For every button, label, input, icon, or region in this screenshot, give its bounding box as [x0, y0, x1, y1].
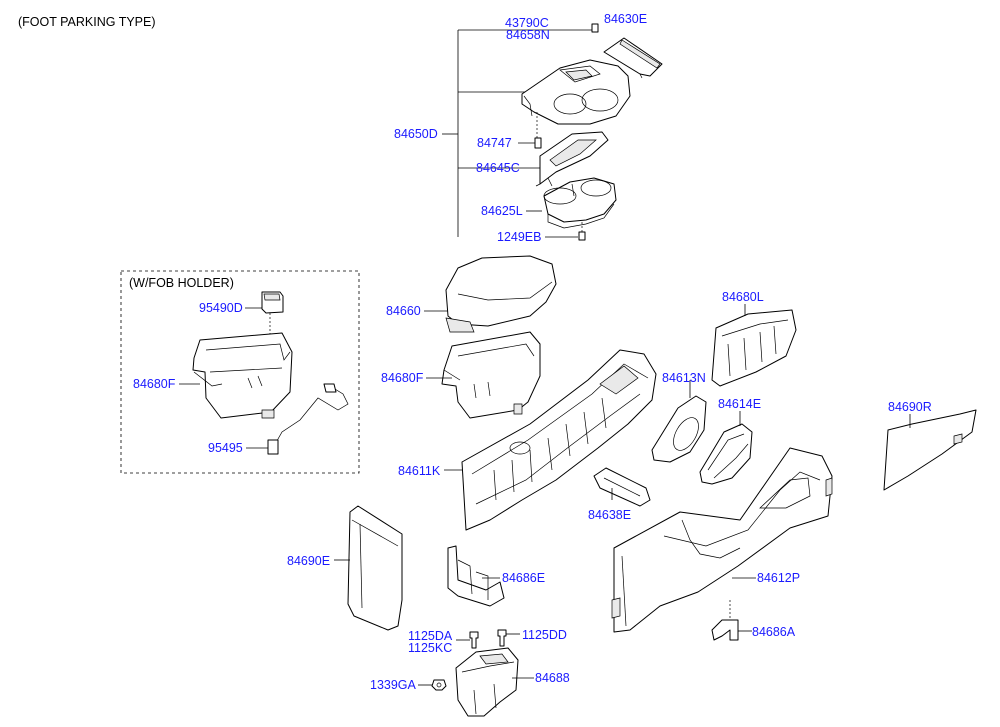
part-84680F-storage-box [426, 331, 541, 419]
label-84613N[interactable]: 84613N [662, 371, 706, 385]
label-84638E[interactable]: 84638E [588, 508, 631, 522]
label-84680F[interactable]: 84680F [381, 371, 424, 385]
label-43790C[interactable]: 43790C [505, 16, 549, 30]
label-84625L[interactable]: 84625L [481, 204, 523, 218]
part-43790C-cap [591, 23, 599, 33]
label-84686E[interactable]: 84686E [502, 571, 545, 585]
part-84625L-cup-holder [543, 177, 617, 229]
label-84660[interactable]: 84660 [386, 304, 421, 318]
part-95490D-fob-switch [261, 291, 284, 345]
label-84630E[interactable]: 84630E [604, 12, 647, 26]
part-1125DA-bolt [456, 631, 479, 649]
label-84645C[interactable]: 84645C [476, 161, 520, 175]
part-84611K-console-frame [444, 349, 657, 531]
label-1249EB[interactable]: 1249EB [497, 230, 541, 244]
part-84638E-bracket [593, 467, 651, 507]
part-84645C-bracket [535, 131, 609, 187]
label-84690E[interactable]: 84690E [287, 554, 330, 568]
part-84690E-trim-panel [334, 505, 403, 631]
label-84650D[interactable]: 84650D [394, 127, 438, 141]
fob-holder-frame [120, 270, 360, 474]
label-84686A[interactable]: 84686A [752, 625, 796, 639]
label-84747[interactable]: 84747 [477, 136, 512, 150]
part-84613N-cover [651, 380, 707, 463]
part-labels: 43790C 84658N 84630E 84650D 84747 84645C… [133, 12, 932, 692]
part-84614E-cover [699, 411, 753, 485]
label-84680L[interactable]: 84680L [722, 290, 764, 304]
label-84611K[interactable]: 84611K [398, 464, 441, 478]
label-84688[interactable]: 84688 [535, 671, 570, 685]
part-84686E-bracket [447, 545, 505, 607]
part-95495-cable [267, 383, 349, 455]
part-84747-clip [534, 137, 542, 149]
label-84614E[interactable]: 84614E [718, 397, 761, 411]
part-84612P-console-body [611, 447, 833, 633]
part-84688-support-bracket [455, 647, 534, 717]
part-1125DD-bolt [497, 629, 520, 647]
part-84680L-side-cover [711, 304, 797, 387]
label-1339GA[interactable]: 1339GA [370, 678, 417, 692]
label-95490D[interactable]: 95490D [199, 301, 243, 315]
label-84658N[interactable]: 84658N [506, 28, 550, 42]
part-84690R-end-panel [883, 409, 977, 491]
part-84680F-storage-box-left [192, 332, 293, 419]
label-95495[interactable]: 95495 [208, 441, 243, 455]
fob-holder-caption: (W/FOB HOLDER) [129, 276, 234, 290]
fob-holder-inset: (W/FOB HOLDER) [120, 270, 360, 474]
label-84612P[interactable]: 84612P [757, 571, 800, 585]
label-84690R[interactable]: 84690R [888, 400, 932, 414]
part-84630E-trim [603, 37, 663, 79]
part-1339GA-nut [418, 679, 447, 691]
shifter-cover-assembly [442, 23, 663, 241]
part-84686A-bracket [711, 600, 752, 641]
label-1125DD[interactable]: 1125DD [522, 628, 567, 642]
label-1125KC[interactable]: 1125KC [408, 641, 452, 655]
label-1125DA[interactable]: 1125DA [408, 629, 453, 643]
diagram-caption: (FOOT PARKING TYPE) [18, 15, 156, 29]
label-84680F-left[interactable]: 84680F [133, 377, 176, 391]
part-1249EB-screw [578, 222, 586, 241]
part-84658N-shift-cover [521, 59, 631, 138]
part-84660-armrest-lid [424, 255, 557, 333]
